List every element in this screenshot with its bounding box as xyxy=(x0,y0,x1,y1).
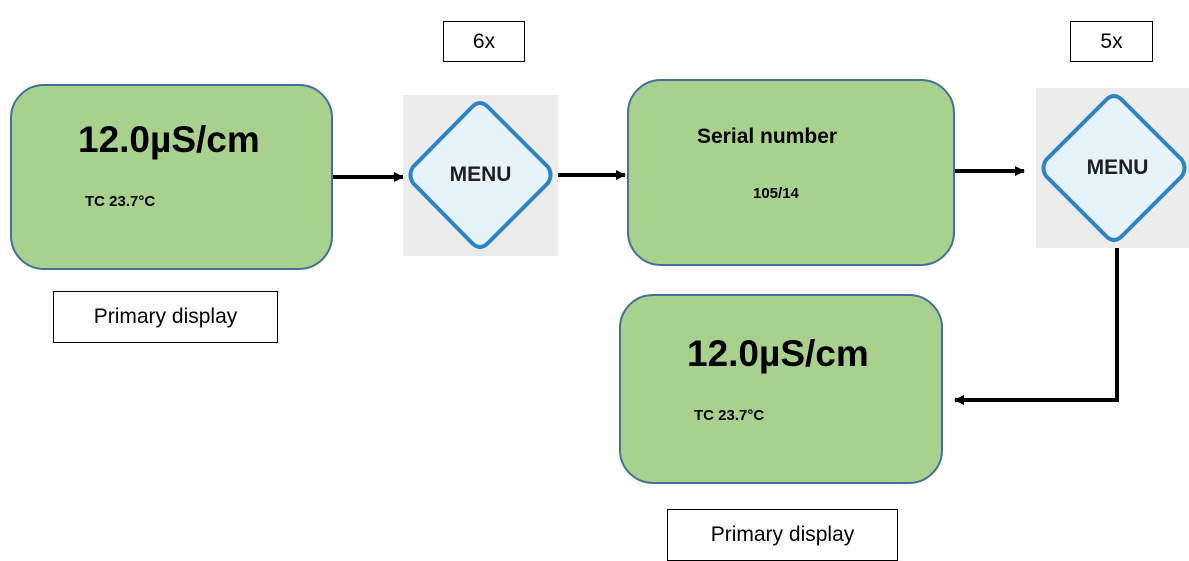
primary-display-caption: Primary display xyxy=(53,291,278,343)
temperature-reading: TC 23.7°C xyxy=(85,193,156,210)
menu-button[interactable]: MENU xyxy=(403,95,558,256)
serial-number-title: Serial number xyxy=(697,125,838,148)
primary-display-screen: 12.0µS/cm TC 23.7°C xyxy=(619,294,943,484)
menu-button[interactable]: MENU xyxy=(1036,88,1189,248)
conductivity-value: 12.0µS/cm xyxy=(687,333,869,374)
conductivity-value: 12.0µS/cm xyxy=(78,119,260,160)
press-count-5x: 5x xyxy=(1070,21,1153,62)
press-count-6x: 6x xyxy=(443,21,525,62)
diamond-icon xyxy=(1041,93,1187,242)
serial-number-value: 105/14 xyxy=(753,185,799,202)
primary-display-caption: Primary display xyxy=(667,509,898,561)
temperature-reading: TC 23.7°C xyxy=(694,407,765,424)
serial-number-screen: Serial number 105/14 xyxy=(627,79,955,266)
menu-button-label: MENU xyxy=(1086,156,1149,179)
primary-display-screen: 12.0µS/cm TC 23.7°C xyxy=(10,84,333,270)
arrow-menu2-to-display2 xyxy=(954,248,1119,405)
flow-arrows xyxy=(333,166,1119,405)
diamond-icon xyxy=(408,100,553,249)
menu-button-label: MENU xyxy=(449,163,512,186)
